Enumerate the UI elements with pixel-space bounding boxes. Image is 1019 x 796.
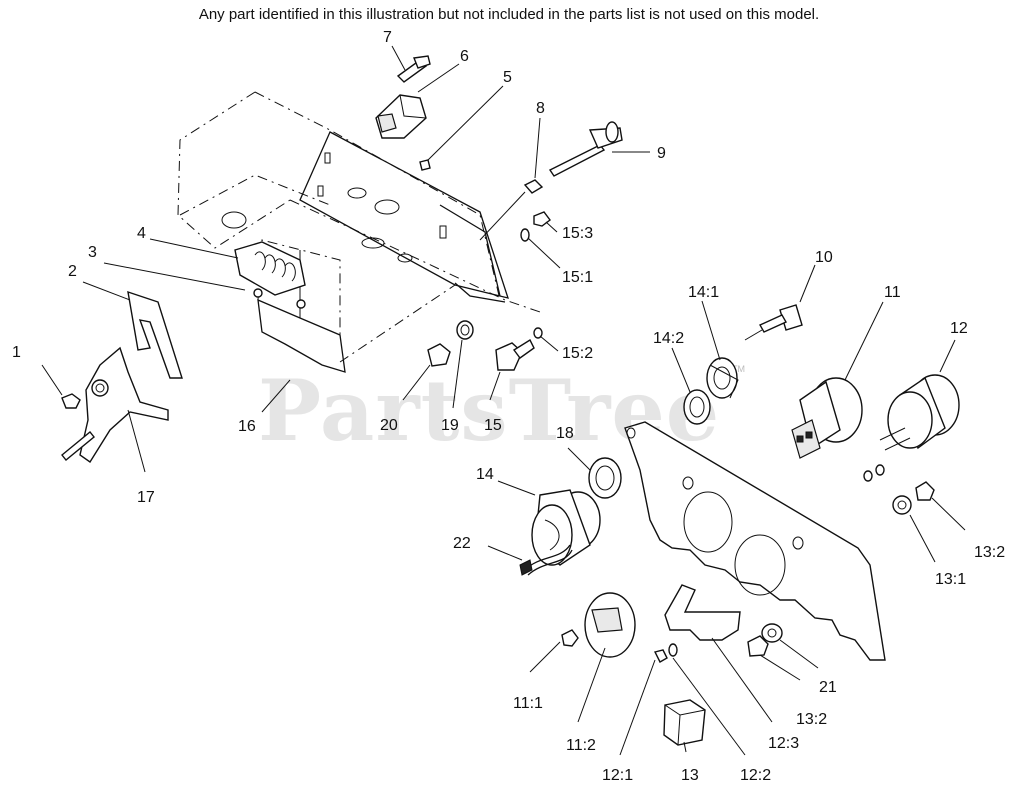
terminal-block bbox=[234, 241, 306, 309]
callout-9: 9 bbox=[657, 145, 666, 162]
callout-21: 21 bbox=[819, 679, 837, 696]
parts-list-note: Any part identified in this illustration… bbox=[199, 6, 819, 23]
leader-lines bbox=[41, 45, 966, 756]
callout-13-1: 13:1 bbox=[935, 571, 966, 588]
nut-11-1 bbox=[561, 629, 579, 647]
callout-7: 7 bbox=[383, 29, 392, 46]
harness-22 bbox=[519, 544, 573, 576]
callout-11-1: 11:1 bbox=[513, 695, 543, 712]
nut-13-2-lower bbox=[747, 635, 769, 657]
callout-13-2-lower: 13:2 bbox=[796, 711, 827, 728]
washer-15-2 bbox=[533, 327, 543, 339]
callout-12-3: 12:3 bbox=[768, 735, 799, 752]
callout-12: 12 bbox=[950, 320, 968, 337]
callout-12-2: 12:2 bbox=[740, 767, 771, 784]
cover-13 bbox=[663, 699, 706, 746]
callout-20: 20 bbox=[380, 417, 398, 434]
callout-19: 19 bbox=[441, 417, 459, 434]
bolt-7 bbox=[396, 55, 431, 83]
knob-15 bbox=[495, 338, 535, 371]
bezel-14-1 bbox=[706, 357, 739, 399]
callout-13: 13 bbox=[681, 767, 699, 784]
hourmeter-14 bbox=[531, 489, 601, 566]
callout-16: 16 bbox=[238, 418, 256, 435]
callout-11: 11 bbox=[884, 284, 901, 301]
gauge-panel bbox=[624, 421, 886, 661]
nut-20 bbox=[427, 343, 451, 367]
bracket-12-3 bbox=[664, 584, 741, 641]
washer-14-2 bbox=[683, 389, 711, 425]
clip-5 bbox=[419, 159, 431, 171]
callout-10: 10 bbox=[815, 249, 833, 266]
nut-1 bbox=[61, 393, 81, 409]
callout-22: 22 bbox=[453, 535, 471, 552]
washer-18 bbox=[588, 457, 622, 499]
callout-6: 6 bbox=[460, 48, 469, 65]
callout-4: 4 bbox=[137, 225, 146, 242]
lever-17 bbox=[61, 346, 169, 463]
choke-knob-9 bbox=[548, 121, 623, 177]
bracket-2 bbox=[127, 290, 183, 379]
callout-14: 14 bbox=[476, 466, 494, 483]
washer-13-1 bbox=[892, 495, 912, 515]
gauge-12 bbox=[863, 374, 960, 482]
dash-frame bbox=[177, 91, 541, 363]
callout-11-2: 11:2 bbox=[566, 737, 596, 754]
nut-12-1 bbox=[653, 649, 668, 663]
washer-15-1 bbox=[520, 228, 530, 242]
callout-8: 8 bbox=[536, 100, 545, 117]
callout-17: 17 bbox=[137, 489, 155, 506]
washer-12-2 bbox=[668, 643, 678, 657]
switch-6 bbox=[375, 94, 427, 139]
cable-8 bbox=[479, 179, 544, 241]
gauge-bezel-11-2 bbox=[584, 592, 636, 658]
callout-14-1: 14:1 bbox=[688, 284, 719, 301]
callout-15-2: 15:2 bbox=[562, 345, 593, 362]
callout-3: 3 bbox=[88, 244, 97, 261]
callout-5: 5 bbox=[503, 69, 512, 86]
ignition-key-10 bbox=[744, 304, 803, 341]
callout-2: 2 bbox=[68, 263, 77, 280]
washer-19 bbox=[456, 320, 474, 340]
callout-15: 15 bbox=[484, 417, 502, 434]
callout-18: 18 bbox=[556, 425, 574, 442]
callout-14-2: 14:2 bbox=[653, 330, 684, 347]
gauge-11 bbox=[791, 377, 863, 459]
callout-labels: 1 2 3 4 5 6 7 8 9 10 11 12 13 14 15 16 1… bbox=[12, 29, 1005, 784]
callout-12-1: 12:1 bbox=[602, 767, 633, 784]
nut-13-2-upper bbox=[915, 481, 935, 501]
callout-13-2-upper: 13:2 bbox=[974, 544, 1005, 561]
watermark-trademark: TM bbox=[732, 364, 745, 374]
washer-21 bbox=[761, 623, 783, 643]
callout-1: 1 bbox=[12, 344, 21, 361]
callout-15-3: 15:3 bbox=[562, 225, 593, 242]
callout-15-1: 15:1 bbox=[562, 269, 593, 286]
